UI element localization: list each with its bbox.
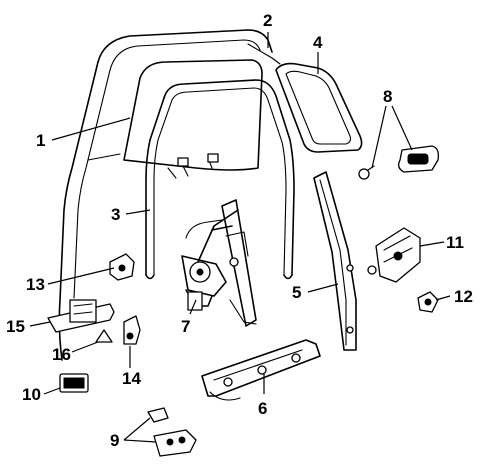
leader-lines bbox=[29, 32, 451, 443]
frame-seal bbox=[247, 43, 281, 65]
callout-16: 16 bbox=[52, 345, 71, 364]
door-shell bbox=[58, 29, 273, 361]
callout-14: 14 bbox=[122, 369, 141, 388]
window-regulator bbox=[181, 199, 257, 327]
lower-sash-channel bbox=[201, 339, 321, 401]
retainer-clip bbox=[417, 291, 439, 313]
callout-5: 5 bbox=[292, 283, 301, 302]
hinge-set bbox=[147, 407, 197, 457]
rear-channel bbox=[313, 171, 357, 351]
lock-bracket bbox=[123, 315, 141, 345]
callout-10: 10 bbox=[22, 385, 41, 404]
lock-actuator bbox=[367, 227, 421, 283]
inside-handle bbox=[59, 373, 89, 393]
callout-2: 2 bbox=[263, 11, 272, 30]
door-striker bbox=[109, 253, 135, 281]
callout-1: 1 bbox=[36, 131, 45, 150]
run-channel bbox=[145, 79, 295, 280]
callout-13: 13 bbox=[26, 275, 45, 294]
callout-6: 6 bbox=[258, 399, 267, 418]
door-check bbox=[47, 299, 115, 333]
callout-9: 9 bbox=[110, 431, 119, 450]
outside-handle bbox=[358, 145, 440, 180]
callout-labels: 1 2 4 3 8 11 12 5 7 6 13 15 16 14 10 9 bbox=[6, 11, 473, 450]
callout-15: 15 bbox=[6, 317, 25, 336]
door-bumper bbox=[95, 329, 113, 343]
callout-7: 7 bbox=[181, 317, 190, 336]
callout-12: 12 bbox=[454, 287, 473, 306]
callout-3: 3 bbox=[111, 205, 120, 224]
callout-8: 8 bbox=[383, 87, 392, 106]
callout-4: 4 bbox=[313, 33, 323, 52]
quarter-glass bbox=[275, 62, 363, 153]
door-glass bbox=[123, 59, 263, 179]
callout-11: 11 bbox=[446, 233, 464, 252]
